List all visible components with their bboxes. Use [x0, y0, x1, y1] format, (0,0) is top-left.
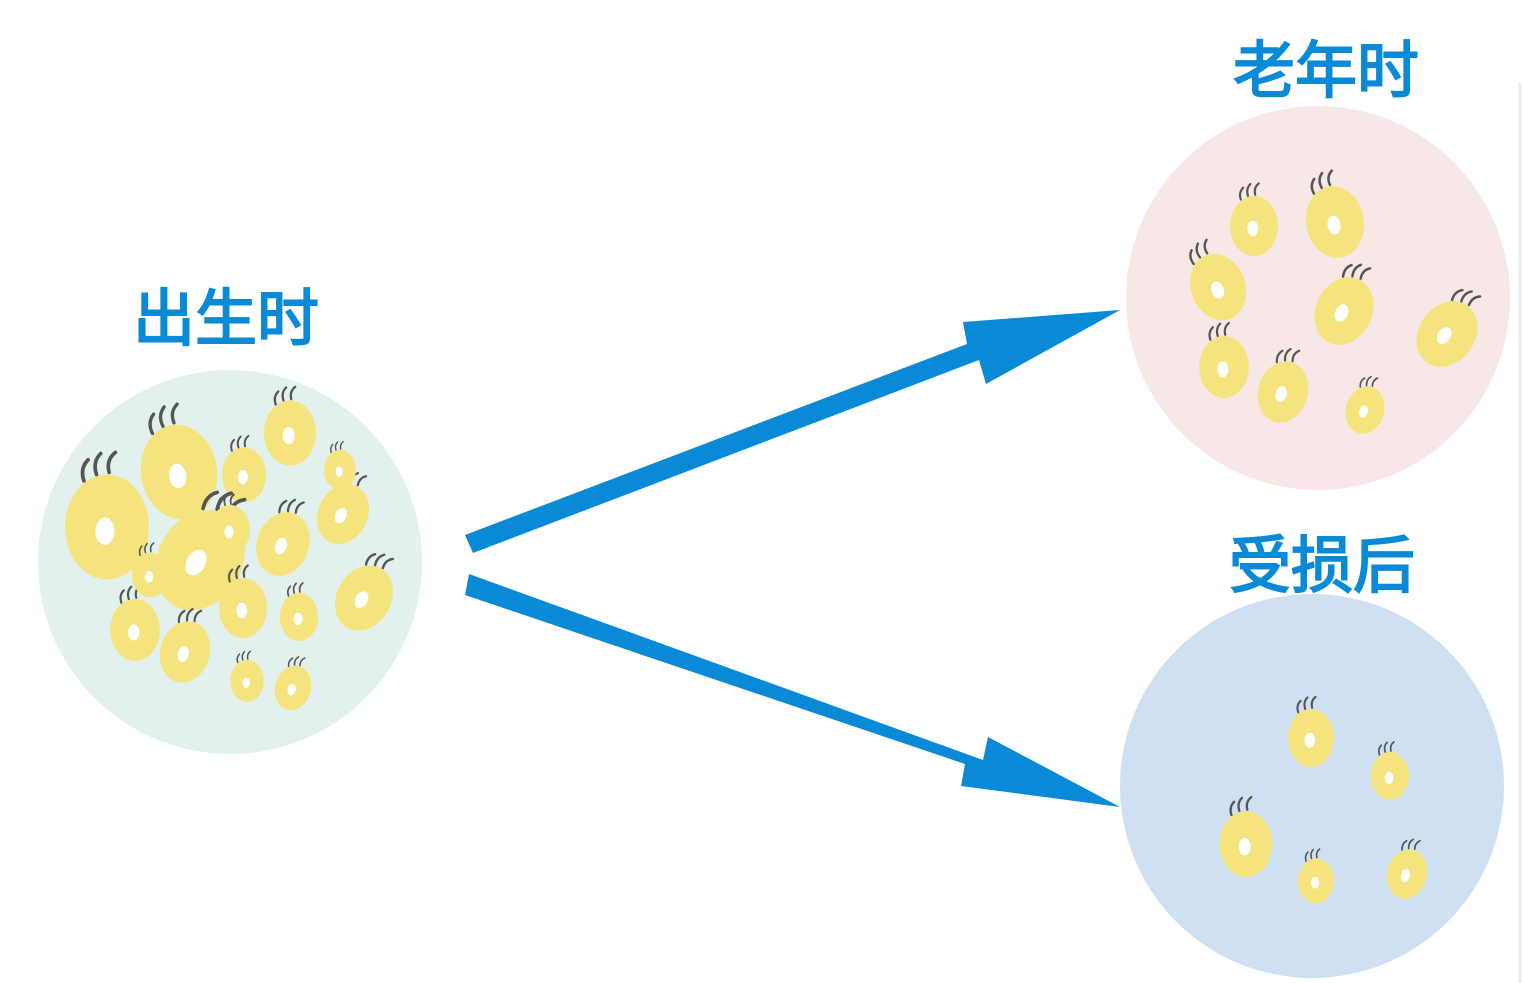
panel-birth: 出生时 — [38, 282, 422, 754]
panel-damaged-label: 受损后 — [1229, 529, 1415, 602]
panel-birth-label: 出生时 — [133, 282, 319, 355]
arrow-to-old-age — [465, 310, 1120, 553]
arrow-right-up-icon — [465, 310, 1120, 553]
panel-old-age-label: 老年时 — [1233, 34, 1419, 107]
arrow-right-down-icon — [465, 574, 1120, 807]
panel-damaged-circle — [1120, 594, 1504, 978]
panel-damaged: 受损后 — [1120, 529, 1504, 978]
panel-old-age: 老年时 — [1126, 34, 1510, 490]
arrow-to-damaged — [465, 574, 1120, 807]
